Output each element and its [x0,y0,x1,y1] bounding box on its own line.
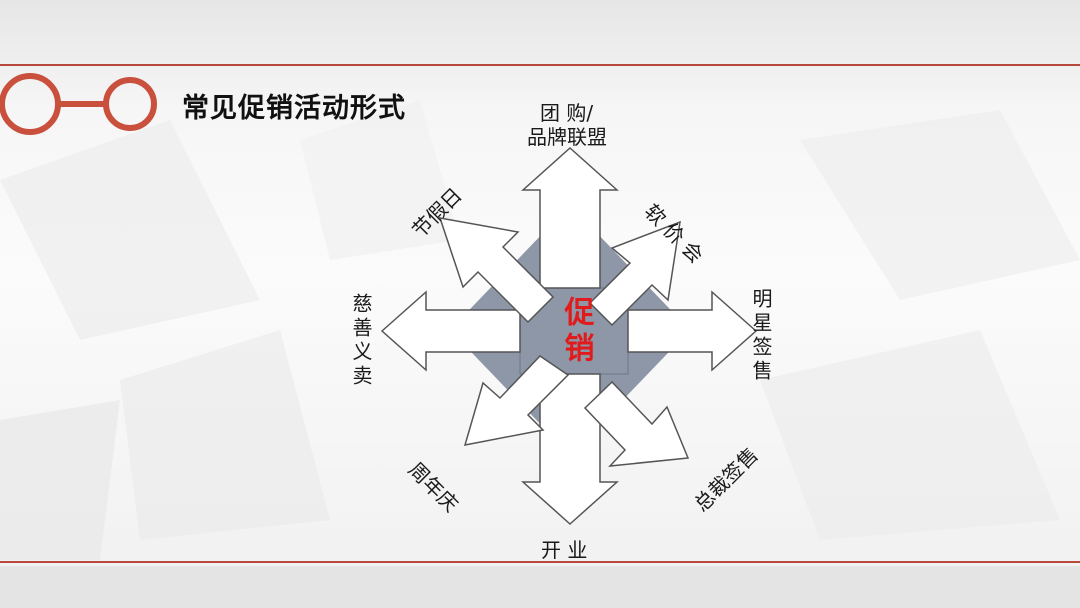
arrow-up-left [438,217,555,324]
header-rule [0,64,1080,66]
circle-logo-icon [0,73,157,135]
arrow-up-right [588,220,681,327]
arrow-down-right [583,380,690,467]
label-group-buy: 团 购/ [540,101,594,125]
arrow-down-left [463,355,570,446]
center-label: 促销 [558,296,594,368]
label-celebrity-signing: 明星签售 [749,288,773,384]
label-charity-sale: 慈善义卖 [349,293,373,389]
label-brand-alliance: 品牌联盟 [527,125,607,149]
arrow-up [521,146,619,289]
arrow-left [380,290,521,372]
label-opening: 开 业 [541,538,588,562]
footer-rule [0,561,1080,563]
page-title: 常见促销活动形式 [182,93,406,124]
arrow-right [627,290,758,372]
